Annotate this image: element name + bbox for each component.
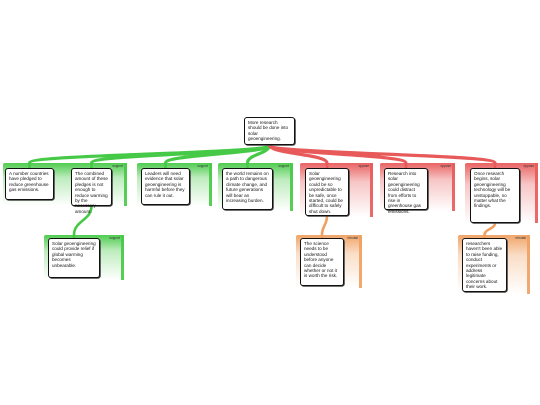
n8-band-edge [121,235,124,280]
n1-tag-label: support [112,164,123,168]
n9-tag-label: rebuttal [347,236,358,240]
argument-node-n5[interactable]: Solar geoengineering could be so unpredi… [305,168,349,216]
n5-band-edge [370,163,373,217]
n7-connector [267,143,497,165]
n9-connector [320,214,329,237]
argument-node-n8[interactable]: Solar geoengineering could provide relie… [48,238,100,278]
n10-tag-label: rebuttal [515,236,526,240]
argument-node-n4[interactable]: the world remains on a path to dangerous… [222,168,273,210]
argument-node-n9[interactable]: The science needs to be understood befor… [300,238,344,286]
n10-band-edge [527,235,530,294]
n6-band-edge [452,163,455,211]
argument-node-n3[interactable]: Leaders will need evidence that solar ge… [141,168,190,205]
n7-tag-label: oppose [523,164,534,168]
n3-tag-label: support [197,164,208,168]
n9-band-edge [359,235,362,288]
argument-node-n6[interactable]: Research into solar geoengineering could… [384,168,428,214]
root-claim-node[interactable]: More research should be done into solar … [244,117,295,145]
argument-node-n1[interactable]: A number countries have pledged to reduc… [5,168,54,200]
n7-band-edge [535,163,538,223]
n4-tag-label: support [278,164,289,168]
n10-connector [483,221,497,237]
n8-tag-label: support [109,236,120,240]
n5-tag-label: oppose [358,164,369,168]
argument-node-n2[interactable]: The combined amount of these pledges is … [71,168,112,214]
n3-connector [163,143,272,165]
argument-node-n7[interactable]: Once research begins, solar geoengineeri… [470,168,520,223]
n8-connector [72,204,93,237]
n4-band-edge [290,163,293,211]
argument-node-n10[interactable]: researchers haven't been able to raise f… [462,238,507,292]
n6-tag-label: oppose [440,164,451,168]
n3-band-edge [209,163,212,206]
n1-band-edge [124,163,127,206]
